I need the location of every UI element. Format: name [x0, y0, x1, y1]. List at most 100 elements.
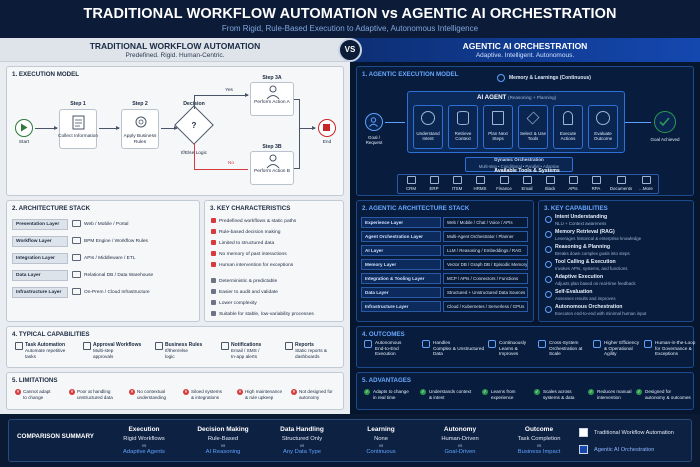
arch-layer-name: Integration Layer	[12, 253, 68, 264]
email-icon	[522, 176, 532, 184]
cross-icon: ×	[69, 389, 75, 395]
traditional-header: TRADITIONAL WORKFLOW AUTOMATION Predefin…	[0, 38, 350, 62]
arch-layer-name: Presentation Layer	[12, 219, 68, 230]
yes-branch-arrow	[194, 93, 249, 97]
check-icon: ✓	[482, 389, 488, 395]
rules-icon	[155, 342, 163, 350]
agent-step-label: Select & Use Tools	[519, 131, 546, 142]
limitation-item: ×Siloed systems& integrations	[183, 389, 222, 400]
capability-icon	[545, 216, 552, 223]
agent-step-label: Execute Actions	[559, 131, 577, 142]
characteristic-item: Easier to audit and validate	[211, 289, 278, 296]
architecture-layers: Presentation Layer Web / Mobile / Portal…	[12, 215, 196, 320]
tool-item: ITSM	[447, 176, 467, 191]
characteristic-item: Limited to structured data	[211, 240, 274, 247]
ai-agent-label: AI AGENT (Reasoning + Planning)	[477, 94, 557, 101]
page-title: TRADITIONAL WORKFLOW AUTOMATION vs AGENT…	[83, 6, 617, 22]
bullet-icon	[211, 229, 216, 234]
tool-item: CRM	[401, 176, 421, 191]
arch-layer-value: Structured + Unstructured Data Sources	[443, 287, 528, 298]
arch-layer-name: Workflow Layer	[12, 236, 68, 247]
bullet-icon	[211, 289, 216, 294]
flow-arrow	[99, 126, 120, 130]
step2-title: Step 2	[132, 101, 148, 107]
limitation-item: ×High maintenance& rule upkeep	[237, 389, 283, 400]
rpa-icon	[591, 176, 601, 184]
bell-icon	[221, 342, 229, 350]
itsm-icon	[452, 176, 462, 184]
person-icon	[266, 85, 280, 100]
legend-swatch-agentic	[579, 445, 588, 454]
section-title: 4. OUTCOMES	[362, 331, 405, 338]
characteristic-item: No memory of past interactions	[211, 251, 287, 258]
step2-text: Apply Business Rules	[123, 134, 157, 145]
autonomous-icon	[364, 340, 372, 348]
check-icon: ✓	[364, 389, 370, 395]
tool-item: Slack	[540, 176, 560, 191]
section-title: 5. ADVANTAGES	[362, 377, 412, 384]
goal-icon	[365, 113, 383, 131]
bullet-icon	[211, 278, 216, 283]
bullet-icon	[211, 262, 216, 267]
crm-icon	[406, 176, 416, 184]
server-icon	[72, 288, 81, 296]
capability-icon	[545, 306, 552, 313]
arch-layer-name: Experience Layer	[361, 217, 441, 228]
arch-layer-value: Vector DB / Graph DB / Episodic Memory	[443, 259, 528, 270]
learning-icon	[488, 340, 496, 348]
step1-text: Collect Information	[58, 134, 98, 139]
step3a-card	[250, 82, 294, 116]
tool-item: Finance	[493, 176, 515, 191]
step3a-title: Step 3A	[262, 75, 282, 81]
check-icon: ✓	[534, 389, 540, 395]
advantage-item: ✓Understands context& intent	[420, 389, 472, 400]
arch-layer-value: Multi-Agent Orchestrator / Planner	[443, 231, 528, 242]
arch-layer-name: Agent Orchestration Layer	[361, 231, 441, 242]
flow-arrow	[625, 122, 651, 123]
bullet-icon	[211, 251, 216, 256]
memory-label: Memory & Learnings (Continuous)	[509, 75, 591, 81]
agent-step-label: Plan Next Steps	[488, 131, 508, 142]
arch-layer-value: Web / Mobile / Portal	[72, 219, 128, 230]
arch-layer-value: LLM / Reasoning / Embeddings / RAG	[443, 245, 528, 256]
hrms-icon	[475, 176, 485, 184]
check-circle-icon	[596, 111, 610, 125]
arch-layer-value: MCP / APIs / Connectors / Functions	[443, 273, 528, 284]
cross-icon: ×	[129, 389, 135, 395]
agent-step-tools	[518, 105, 548, 149]
flow-arrow	[299, 126, 316, 130]
clipboard-icon	[492, 111, 504, 125]
dynamic-orchestration-box	[465, 157, 573, 172]
merge-bottom	[294, 168, 300, 169]
merge-line	[299, 99, 300, 169]
start-label: Start	[18, 140, 30, 145]
arch-layer-value: Web / Mobile / Chat / Voice / APIs	[443, 217, 528, 228]
agentic-header: AGENTIC AI ORCHESTRATION Adaptive. Intel…	[350, 38, 700, 62]
traditional-key-characteristics: 3. KEY CHARACTERISTICS Predefined workfl…	[204, 200, 344, 322]
arch-layer-value: Cloud / Kubernetes / Serverless / GPUs	[443, 301, 528, 312]
agentic-architecture-stack: 2. AGENTIC ARCHITECTURE STACK Experience…	[356, 200, 534, 322]
agent-step-label: Understand Intent	[416, 131, 440, 142]
rocket-icon	[563, 111, 573, 125]
arch-layer-name: Infrastructure Layer	[361, 301, 441, 312]
traditional-panel: TRADITIONAL WORKFLOW AUTOMATION Predefin…	[0, 38, 350, 414]
erp-icon	[429, 176, 439, 184]
